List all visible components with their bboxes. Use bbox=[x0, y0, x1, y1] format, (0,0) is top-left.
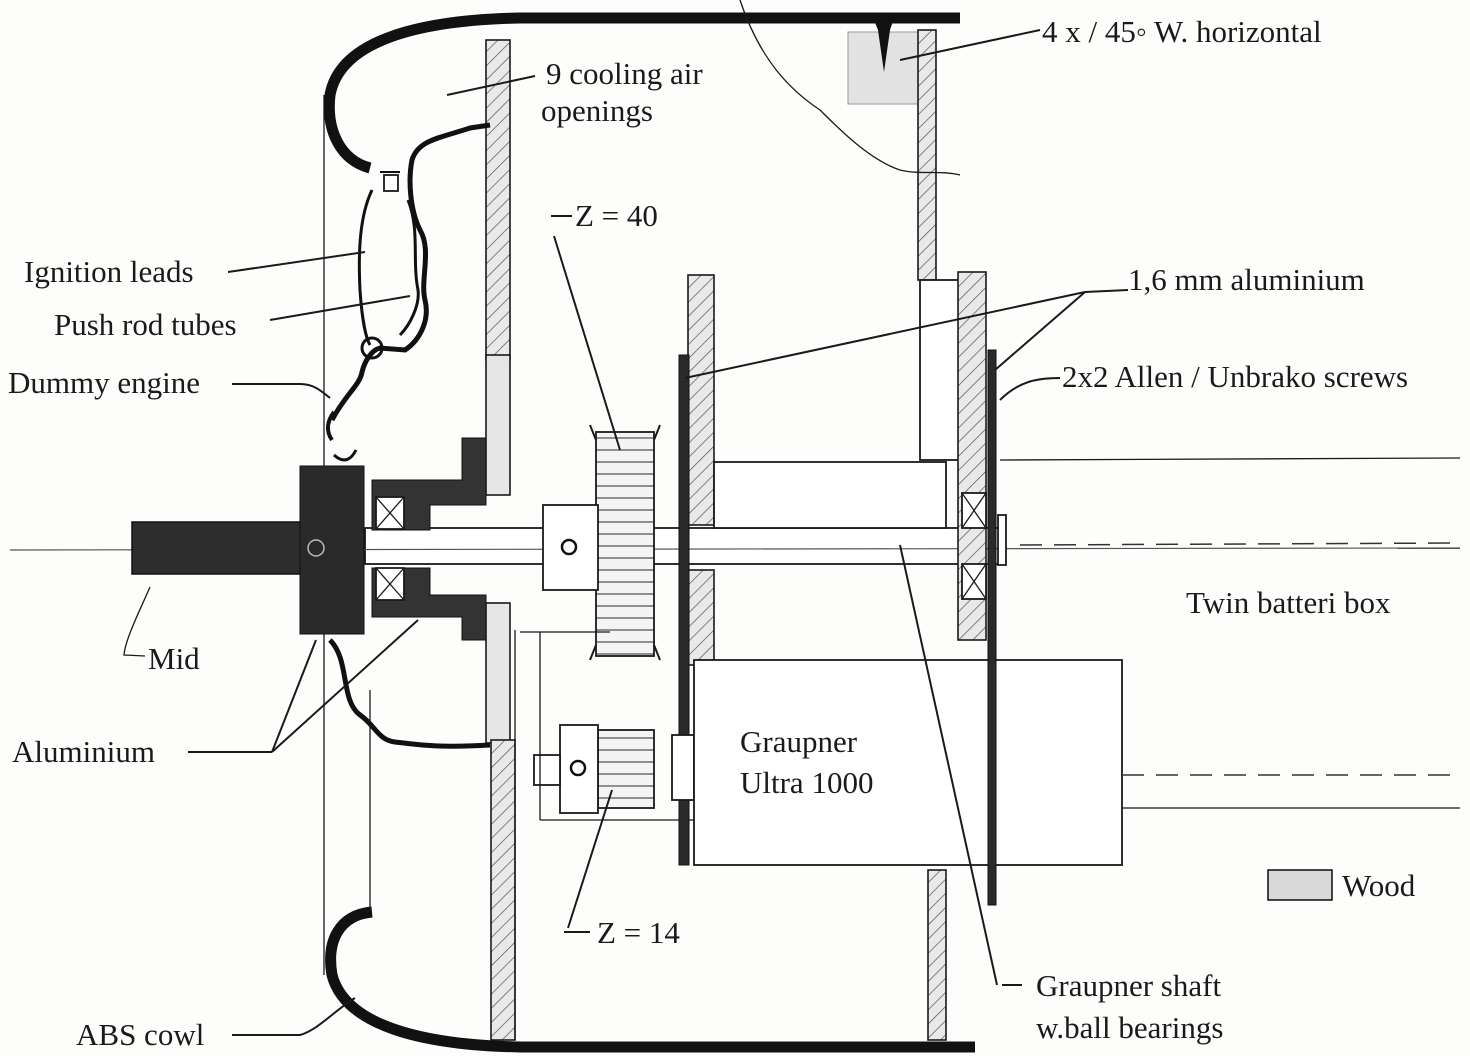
label-screws-horizontal: 4 x / 45◦ W. horizontal bbox=[1042, 14, 1322, 49]
rear-bearing-plate bbox=[957, 271, 1007, 906]
wood-legend-swatch bbox=[1267, 869, 1333, 901]
label-ignition-leads: Ignition leads bbox=[24, 254, 194, 289]
label-motor-name: Graupner bbox=[740, 724, 858, 759]
prop-hub bbox=[131, 465, 365, 635]
graupner-motor bbox=[693, 457, 1461, 866]
leader-lines bbox=[123, 29, 1129, 1036]
front-bearing-housing bbox=[371, 437, 487, 641]
label-aluminium: Aluminium bbox=[12, 734, 155, 769]
label-motor-model: Ultra 1000 bbox=[740, 765, 873, 800]
label-wood-legend: Wood bbox=[1342, 868, 1416, 903]
label-mid: Mid bbox=[148, 641, 200, 676]
label-abs-cowl: ABS cowl bbox=[76, 1017, 204, 1052]
label-cooling-openings-2: openings bbox=[541, 93, 653, 128]
label-graupner-shaft: Graupner shaft bbox=[1036, 968, 1221, 1003]
label-z14: Z = 14 bbox=[597, 915, 680, 950]
label-ball-bearings: w.ball bearings bbox=[1036, 1010, 1223, 1045]
motor-plate bbox=[671, 274, 715, 866]
label-cooling-openings: 9 cooling air bbox=[546, 56, 703, 91]
label-dummy-engine: Dummy engine bbox=[8, 365, 200, 400]
label-push-rod-tubes: Push rod tubes bbox=[54, 307, 237, 342]
gear-z14 bbox=[520, 631, 694, 821]
label-aluminium-16mm: 1,6 mm aluminium bbox=[1128, 262, 1365, 297]
label-z40: Z = 40 bbox=[575, 198, 658, 233]
label-allen-screws: 2x2 Allen / Unbrako screws bbox=[1062, 359, 1408, 394]
front-former bbox=[485, 39, 516, 1041]
rear-former bbox=[847, 15, 961, 1041]
label-twin-battery-box: Twin batteri box bbox=[1186, 585, 1391, 620]
gear-z40 bbox=[542, 424, 661, 661]
dummy-engine-shape bbox=[325, 122, 491, 749]
